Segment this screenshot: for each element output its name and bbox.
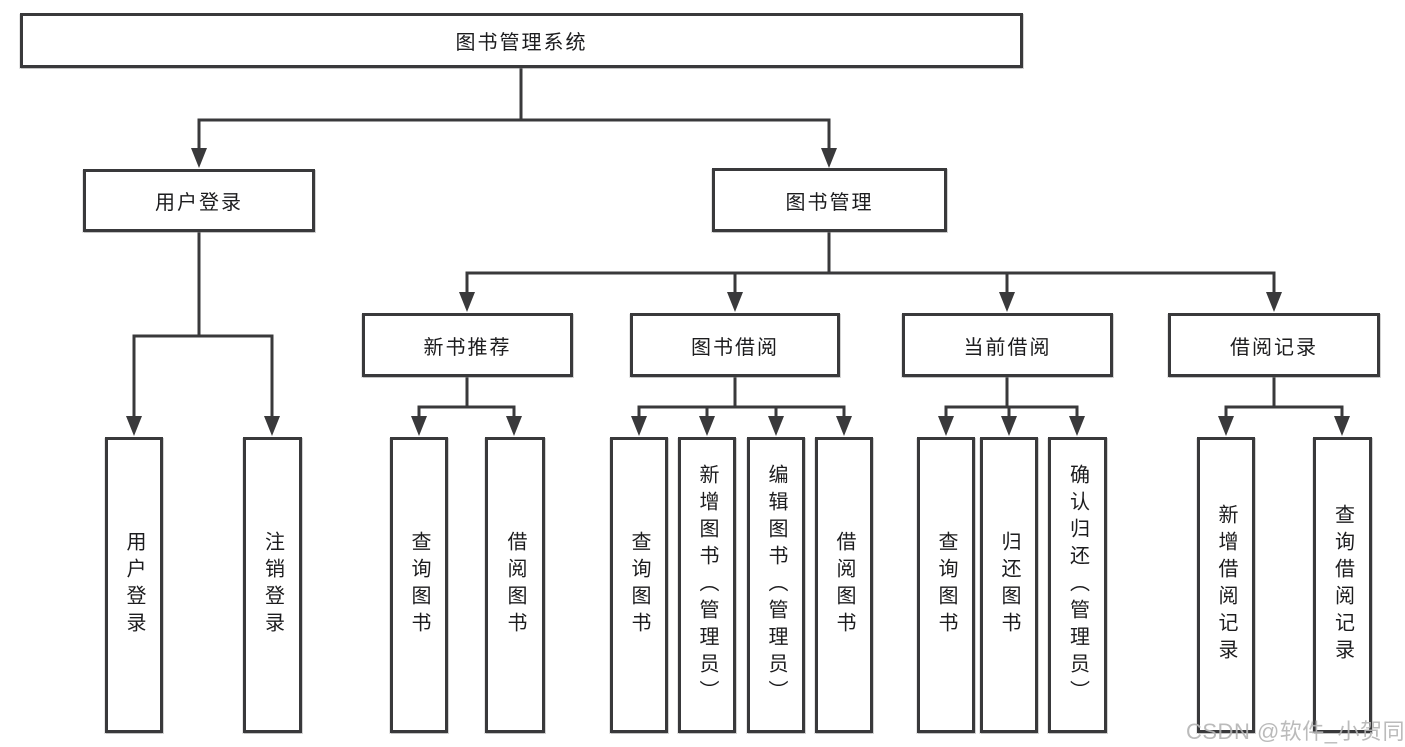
leaf-query-borrow-record-label: 查询借阅记录 [1331, 504, 1354, 666]
leaf-query-books-recommend-label: 查询图书 [408, 531, 430, 639]
node-current-borrow: 当前借阅 [902, 313, 1113, 377]
node-root: 图书管理系统 [20, 13, 1023, 68]
leaf-borrow-books: 借阅图书 [815, 437, 873, 733]
node-user-login: 用户登录 [83, 169, 315, 232]
node-book-borrow: 图书借阅 [630, 313, 840, 377]
node-new-book-recommend: 新书推荐 [362, 313, 573, 377]
leaf-borrow-books-recommend: 借阅图书 [485, 437, 545, 733]
node-root-label: 图书管理系统 [455, 32, 588, 54]
node-user-login-label: 用户登录 [155, 192, 243, 214]
leaf-query-books-borrow-label: 查询图书 [628, 531, 650, 639]
node-borrow-records: 借阅记录 [1168, 313, 1380, 377]
leaf-return-books: 归还图书 [980, 437, 1038, 733]
leaf-borrow-books-label: 借阅图书 [833, 531, 855, 639]
leaf-return-books-label: 归还图书 [998, 531, 1020, 639]
leaf-edit-books-admin-label: 编辑图书（管理员） [765, 463, 787, 707]
leaf-add-borrow-record-label: 新增借阅记录 [1215, 504, 1237, 666]
node-borrow-records-label: 借阅记录 [1230, 336, 1318, 359]
node-new-book-recommend-label: 新书推荐 [423, 336, 512, 359]
leaf-confirm-return-admin-label: 确认归还（管理员） [1066, 463, 1089, 707]
leaf-logout: 注销登录 [243, 437, 302, 733]
leaf-query-books-recommend: 查询图书 [390, 437, 448, 733]
leaf-add-borrow-record: 新增借阅记录 [1197, 437, 1255, 733]
leaf-user-login-label: 用户登录 [123, 531, 145, 639]
leaf-borrow-books-recommend-label: 借阅图书 [504, 531, 526, 639]
node-book-management: 图书管理 [712, 168, 947, 232]
node-book-management-label: 图书管理 [785, 191, 874, 214]
leaf-query-books-current-label: 查询图书 [935, 531, 957, 639]
leaf-query-books-borrow: 查询图书 [610, 437, 668, 733]
leaf-user-login: 用户登录 [105, 437, 163, 733]
leaf-add-books-admin: 新增图书（管理员） [678, 437, 736, 733]
leaf-edit-books-admin: 编辑图书（管理员） [747, 437, 805, 733]
node-book-borrow-label: 图书借阅 [691, 336, 779, 359]
node-current-borrow-label: 当前借阅 [963, 336, 1052, 359]
leaf-add-books-admin-label: 新增图书（管理员） [696, 463, 718, 707]
leaf-confirm-return-admin: 确认归还（管理员） [1048, 437, 1107, 733]
csdn-watermark: CSDN @软件_小贺同学 [1186, 719, 1405, 744]
leaf-query-borrow-record: 查询借阅记录 [1313, 437, 1372, 733]
leaf-logout-label: 注销登录 [261, 531, 284, 639]
leaf-query-books-current: 查询图书 [917, 437, 975, 733]
